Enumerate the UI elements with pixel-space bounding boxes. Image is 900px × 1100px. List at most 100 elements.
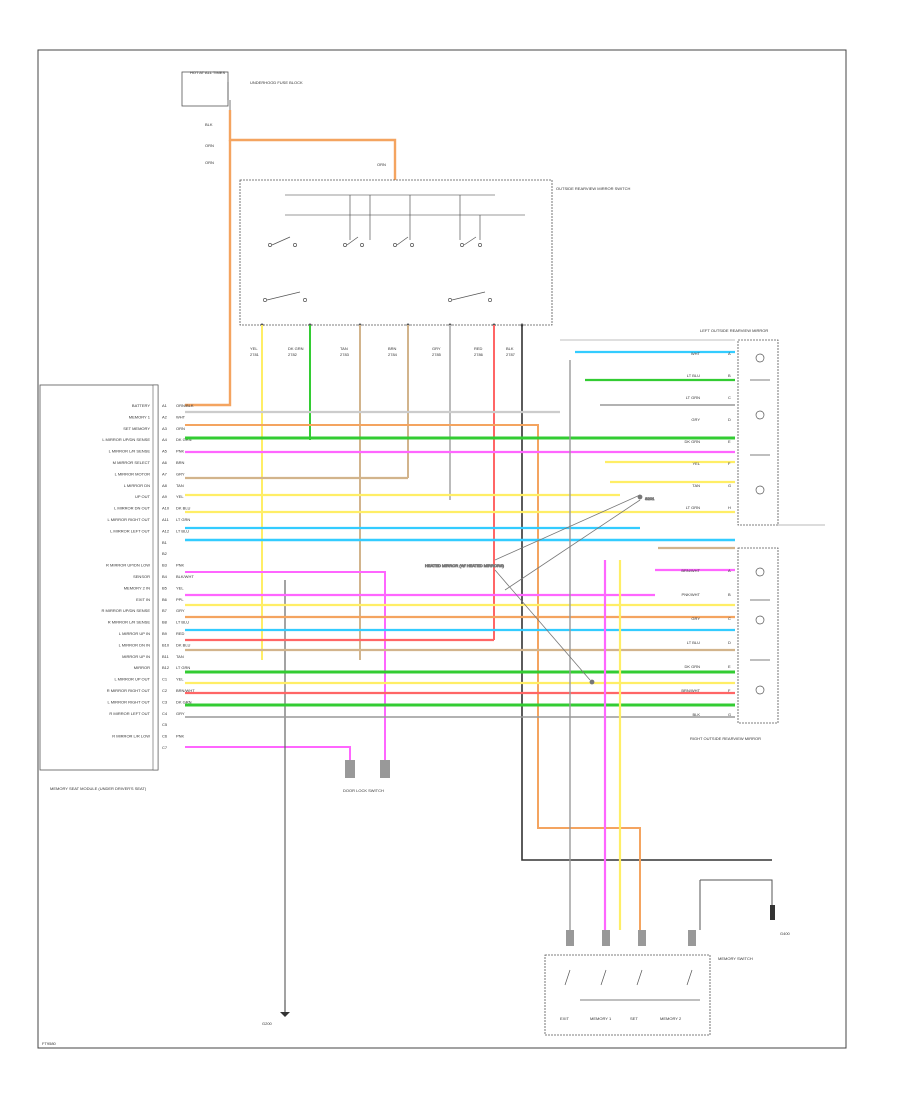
right-mirror-pin-color: PNK/WHT [682, 592, 701, 597]
left-mirror-pin-id: D [728, 417, 731, 422]
module-pin-color: GRY [176, 608, 185, 613]
switch-wire-circuit-0: 2781 [250, 352, 260, 357]
switch-wire-color-2: TAN [340, 346, 348, 351]
module-label: MEMORY SEAT MODULE (UNDER DRIVER'S SEAT) [50, 786, 147, 791]
door-switch-label: DOOR LOCK SWITCH [343, 788, 384, 793]
switch-wire-circuit-5: 2786 [474, 352, 484, 357]
module-pin-id: A8 [162, 483, 168, 488]
ground-left: G200 [262, 1000, 290, 1026]
module-pin-id: B1 [162, 540, 168, 545]
module-pin-id: C3 [162, 699, 168, 704]
right-mirror-pin-color: BLK [692, 712, 700, 717]
module-pin-name: M MIRROR SELECT [113, 460, 151, 465]
module-pin-name: EXIT IN [136, 597, 150, 602]
left-mirror-pin-color: LT BLU [687, 373, 700, 378]
mirror-switch: OUTSIDE REARVIEW MIRROR SWITCH [239, 179, 630, 327]
vertical-wires [185, 325, 772, 1000]
diagram-frame [37, 49, 847, 1049]
module-pin-id: B2 [162, 551, 168, 556]
left-mirror-pin-id: H [728, 505, 731, 510]
left-mirror-pin-id: A [728, 351, 731, 356]
module-pin-id: A4 [162, 437, 168, 442]
feed-wires: BLK ORN ORN ORN [185, 100, 397, 407]
module-pin-name: UP OUT [135, 494, 151, 499]
module-pin-color: TAN [176, 654, 184, 659]
module-pin-id: A6 [162, 460, 168, 465]
module-pin-color: DK BLU [176, 642, 191, 647]
memory-switch-memory2: MEMORY 2 [660, 1016, 682, 1021]
module-pin-id: A2 [162, 414, 168, 419]
memory-switch-label: MEMORY SWITCH [718, 956, 753, 961]
memory-module: MEMORY SEAT MODULE (UNDER DRIVER'S SEAT) [39, 384, 159, 791]
module-pin-color: TAN [176, 483, 184, 488]
module-pin-name: SENSOR [133, 574, 150, 579]
right-mirror-label: RIGHT OUTSIDE REARVIEW MIRROR [690, 736, 761, 741]
module-pin-name: L MIRROR UP/DN SENSE [102, 437, 150, 442]
left-mirror-pin-color: WHT [691, 351, 701, 356]
module-pin-name: L MIRROR DN OUT [114, 506, 150, 511]
module-pin-id: B11 [162, 654, 170, 659]
right-mirror: RIGHT OUTSIDE REARVIEW MIRROR [690, 547, 779, 741]
reference-code: FT9580 [42, 1041, 57, 1046]
module-pin-color: LT GRN [176, 665, 190, 670]
memory-switch: MEMORY SWITCH EXIT MEMORY 1 SET MEMORY 2 [544, 930, 753, 1036]
module-pin-color: GRY [176, 471, 185, 476]
module-pin-color: LT BLU [176, 528, 189, 533]
right-mirror-pin-id: G [728, 712, 731, 717]
module-pin-name: L MIRROR LEFT OUT [110, 528, 150, 533]
module-pin-color: ORN [176, 426, 185, 431]
door-switch-connector: DOOR LOCK SWITCH [343, 760, 390, 793]
module-pin-id: A3 [162, 426, 168, 431]
module-pin-name: R MIRROR UP/DN SENSE [102, 608, 151, 613]
module-pin-id: A11 [162, 517, 170, 522]
module-pin-color: GRY [176, 711, 185, 716]
right-mirror-pin-id: E [728, 664, 731, 669]
module-pin-color: ORN/BLK [176, 403, 194, 408]
memory-switch-memory1: MEMORY 1 [590, 1016, 612, 1021]
module-pin-id: C7 [162, 745, 168, 750]
ground-right: G400 [699, 879, 791, 936]
switch-wire-color-5: RED [474, 346, 483, 351]
module-pin-name: R MIRROR RIGHT OUT [107, 688, 151, 693]
module-pin-name: L MIRROR UP OUT [114, 677, 150, 682]
module-pin-color: LT BLU [176, 620, 189, 625]
module-pin-color: PNK [176, 449, 185, 454]
module-pin-name: MEMORY 2 IN [124, 585, 150, 590]
module-pin-name: SET MEMORY [123, 426, 150, 431]
ground-left-label: G200 [262, 1021, 273, 1026]
module-pin-color: YEL [176, 677, 184, 682]
right-mirror-pin-id: C [728, 616, 731, 621]
module-pin-name: MEMORY 1 [129, 414, 151, 419]
module-pin-color: YEL [176, 494, 184, 499]
module-pin-name: L MIRROR UP IN [119, 631, 150, 636]
horizontal-wires [185, 339, 735, 940]
left-mirror-pin-id: G [728, 483, 731, 488]
module-pin-id: B4 [162, 574, 168, 579]
svg-text:BLK: BLK [205, 122, 213, 127]
switch-wire-color-6: BLK [506, 346, 514, 351]
switch-wire-circuit-3: 2784 [388, 352, 398, 357]
left-mirror-pin-color: LT GRN [686, 395, 700, 400]
module-pin-id: A5 [162, 449, 168, 454]
left-mirror: LEFT OUTSIDE REARVIEW MIRROR [700, 328, 825, 526]
right-mirror-pin-color: GRY [691, 616, 700, 621]
fuse-block-name: UNDERHOOD FUSE BLOCK [250, 80, 303, 85]
left-mirror-pin-color: LT GRN [686, 505, 700, 510]
switch-wire-color-1: DK GRN [288, 346, 304, 351]
module-pin-name: R MIRROR LEFT OUT [109, 711, 150, 716]
mirror-switch-label: OUTSIDE REARVIEW MIRROR SWITCH [556, 186, 630, 191]
switch-wire-color-4: GRY [432, 346, 441, 351]
module-pin-id: C4 [162, 711, 168, 716]
module-pin-id: B6 [162, 597, 168, 602]
module-pin-color: DK GRN [176, 699, 192, 704]
ground-right-label: G400 [780, 931, 791, 936]
module-pin-name: MIRROR [134, 665, 150, 670]
module-pin-color: BRN/WHT [176, 688, 195, 693]
module-pin-id: B10 [162, 642, 170, 647]
module-pin-color: BRN [176, 460, 185, 465]
module-pin-color: YEL [176, 585, 184, 590]
left-mirror-pin-color: DK GRN [684, 439, 700, 444]
module-pin-color: PNK [176, 563, 185, 568]
heated-note: HEATED MIRROR (W/ HEATED MIRRORS) [425, 563, 505, 568]
